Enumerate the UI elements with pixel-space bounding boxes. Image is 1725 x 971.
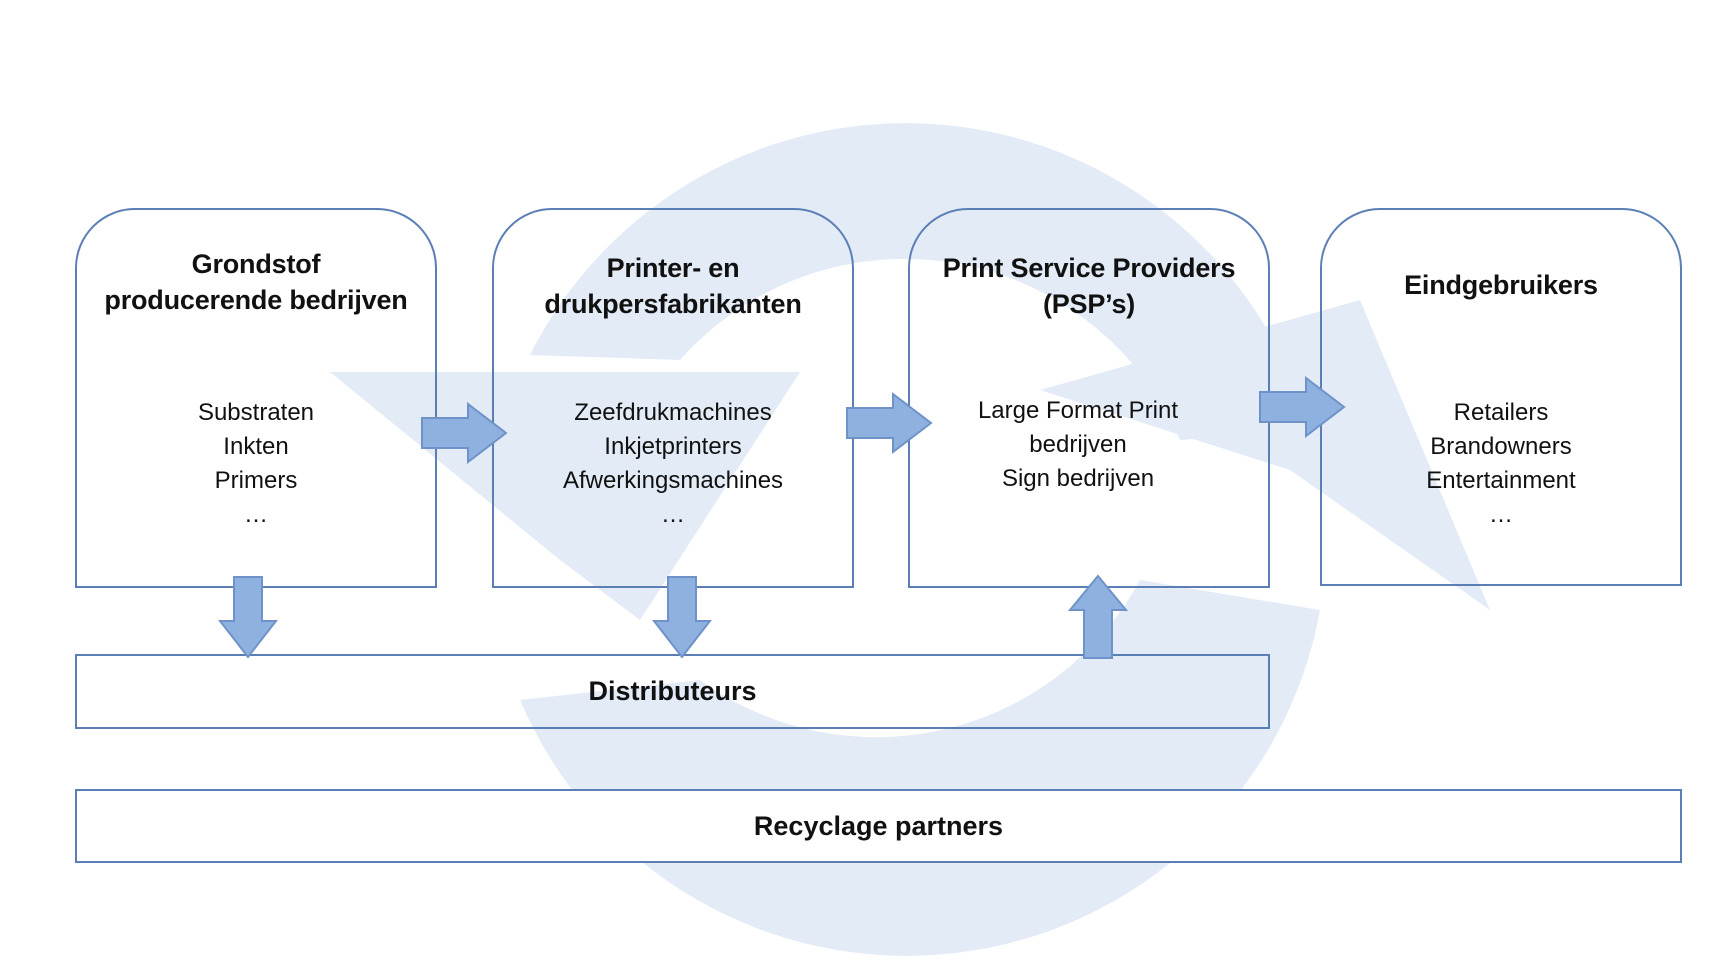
box-item: … bbox=[244, 501, 268, 528]
box-item: Zeefdrukmachines bbox=[574, 399, 772, 426]
box-print-service-providers: Print Service Providers (PSP’s) Large Fo… bbox=[908, 208, 1270, 588]
box-item: … bbox=[1489, 501, 1513, 528]
box-end-users: Eindgebruikers Retailers Brandowners Ent… bbox=[1320, 208, 1682, 586]
box-raw-material-producers: Grondstof producerende bedrijven Substra… bbox=[75, 208, 437, 588]
box-item: … bbox=[661, 501, 685, 528]
box-title-line: Eindgebruikers bbox=[1404, 270, 1598, 300]
box-title-line: producerende bedrijven bbox=[104, 285, 408, 315]
box-item: Large Format Print bbox=[977, 397, 1179, 424]
box-title-line: (PSP’s) bbox=[1042, 289, 1136, 319]
box-item: Entertainment bbox=[1426, 467, 1576, 494]
arrow-up-icon bbox=[1068, 574, 1128, 659]
box-item: Substraten bbox=[197, 399, 315, 426]
box-item: Retailers bbox=[1453, 399, 1549, 426]
box-item: bedrijven bbox=[1029, 431, 1127, 458]
box-item: Sign bedrijven bbox=[1001, 465, 1155, 492]
arrow-right-icon bbox=[846, 392, 933, 454]
distributeurs-label: Distributeurs bbox=[588, 676, 757, 706]
recyclage-bar: Recyclage partners bbox=[75, 789, 1682, 863]
arrow-down-icon bbox=[218, 576, 278, 659]
distributeurs-bar: Distributeurs bbox=[75, 654, 1270, 729]
arrow-right-icon bbox=[421, 402, 508, 464]
box-title-line: Printer- en bbox=[606, 253, 740, 283]
box-title-line: drukpersfabrikanten bbox=[544, 289, 802, 319]
arrow-down-icon bbox=[652, 576, 712, 659]
box-item: Afwerkingsmachines bbox=[562, 467, 784, 494]
box-item: Primers bbox=[214, 467, 298, 494]
recyclage-label: Recyclage partners bbox=[753, 810, 1004, 841]
box-item: Brandowners bbox=[1430, 433, 1572, 460]
box-item: Inkten bbox=[223, 433, 289, 460]
arrow-right-icon bbox=[1259, 376, 1346, 438]
box-title-line: Grondstof bbox=[191, 249, 321, 279]
box-title-line: Print Service Providers bbox=[942, 253, 1236, 283]
box-printer-manufacturers: Printer- en drukpersfabrikanten Zeefdruk… bbox=[492, 208, 854, 588]
box-item: Inkjetprinters bbox=[604, 433, 742, 460]
